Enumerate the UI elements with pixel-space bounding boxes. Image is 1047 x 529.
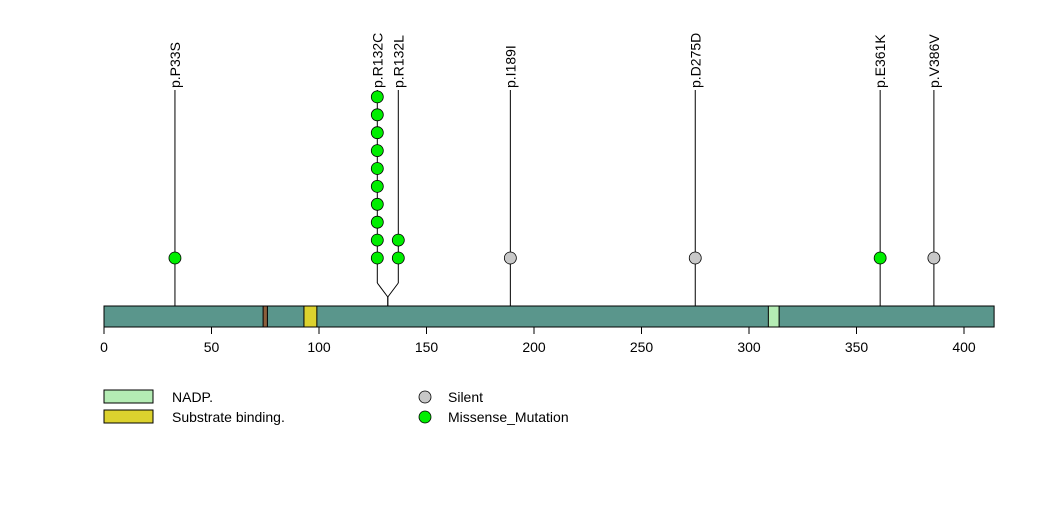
mutation-point — [391, 233, 405, 247]
mutation-point — [370, 179, 384, 193]
mutation-point — [503, 251, 517, 265]
tick-label: 300 — [737, 339, 761, 355]
mutation-label: p.R132C — [369, 33, 385, 88]
legend-swatch — [103, 389, 154, 404]
mutation-pp33s: p.P33S — [167, 42, 183, 327]
domain-substrate-binding- — [303, 305, 318, 328]
domain-nadp- — [767, 305, 780, 328]
domain-unlabeled-region — [262, 305, 268, 328]
protein-bar — [103, 305, 995, 328]
mutation-point — [688, 251, 702, 265]
mutation-point — [873, 251, 887, 265]
legend-label: Missense_Mutation — [448, 409, 569, 425]
mutation-label: p.I189I — [502, 45, 518, 88]
mutation-point — [370, 162, 384, 175]
protein-bar-layer — [103, 305, 995, 328]
mutation-point — [370, 233, 384, 247]
mutation-point — [391, 251, 405, 265]
tick-label: 400 — [952, 339, 976, 355]
mutation-label: p.R132L — [390, 35, 406, 88]
legend-label: NADP. — [172, 389, 213, 405]
tick-label: 150 — [415, 339, 439, 355]
mutation-point — [168, 251, 182, 265]
mutation-point — [370, 215, 384, 229]
legend-label: Substrate binding. — [172, 409, 285, 425]
mutation-point — [370, 144, 384, 158]
mutation-pr132l: p.R132L — [387, 35, 406, 327]
mutation-point — [927, 251, 941, 265]
mutation-pe361k: p.E361K — [872, 34, 888, 327]
tick-label: 0 — [100, 339, 108, 355]
mutation-label: p.E361K — [872, 34, 888, 88]
mutation-pr132c: p.R132C — [369, 33, 389, 327]
stem-connector — [387, 282, 399, 298]
mutation-point — [370, 126, 384, 140]
mutation-label: p.V386V — [926, 34, 942, 88]
legend-marker — [418, 390, 432, 404]
lollipops-layer: p.P33S p.R132C p.R132L p.I189I p.D275D p.E361… — [167, 33, 942, 327]
stem-connector — [376, 282, 389, 298]
tick-label: 50 — [204, 339, 220, 355]
mutation-pv386v: p.V386V — [926, 34, 942, 327]
mutation-label: p.D275D — [687, 33, 703, 88]
legend-label: Silent — [448, 389, 483, 405]
legend-marker — [418, 410, 432, 424]
legend: NADP. Substrate binding. SilentMissense_Mu… — [103, 389, 569, 425]
tick-label: 250 — [630, 339, 654, 355]
mutation-label: p.P33S — [167, 42, 183, 88]
mutation-point — [370, 197, 384, 211]
tick-label: 350 — [845, 339, 869, 355]
mutation-pi189i: p.I189I — [502, 45, 518, 327]
legend-swatch — [103, 409, 154, 424]
mutation-point — [370, 251, 384, 265]
tick-label: 200 — [522, 339, 546, 355]
tick-label: 100 — [307, 339, 331, 355]
mutation-point — [370, 90, 384, 104]
mutation-point — [370, 108, 384, 122]
mutation-pd275d: p.D275D — [687, 33, 703, 327]
x-axis: 0 50 100 150 200 250 300 350 400 — [100, 327, 976, 355]
